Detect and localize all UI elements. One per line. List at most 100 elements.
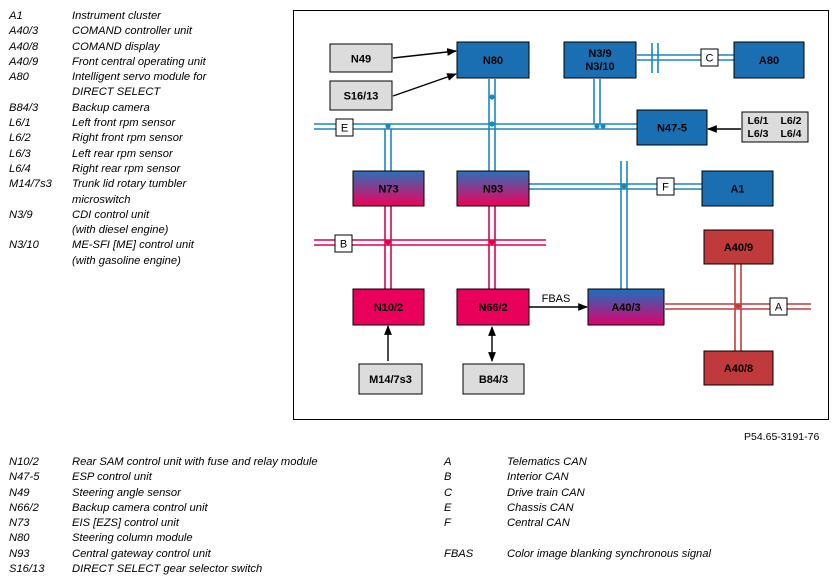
bus-label-B: B xyxy=(334,234,353,253)
svg-text:F: F xyxy=(662,182,669,194)
legend-description: Telematics CAN xyxy=(507,456,587,468)
bus-label-E: E xyxy=(335,118,354,137)
legend-entry: A1 Instrument cluster xyxy=(9,9,206,24)
legend-code: N49 xyxy=(9,486,30,499)
legend-code: A1 xyxy=(9,10,23,22)
legend-description: microswitch xyxy=(72,193,131,206)
legend-description: CDI control unit xyxy=(72,208,150,221)
junction-dots xyxy=(385,94,627,189)
legend-code-spacer xyxy=(9,223,72,238)
node-S16-13[interactable]: S16/13 xyxy=(329,80,393,111)
legend-entry: B Interior CAN xyxy=(444,470,711,485)
node-A40-3[interactable]: A40/3 xyxy=(587,288,665,326)
node-B84-3[interactable]: B84/3 xyxy=(462,363,525,395)
svg-text:A40/9: A40/9 xyxy=(724,242,753,254)
legend-entry-continuation: (with diesel engine) xyxy=(9,223,206,238)
legend-code xyxy=(444,531,507,546)
svg-text:A1: A1 xyxy=(730,184,744,196)
node-N47-5[interactable]: N47-5 xyxy=(636,109,708,146)
svg-text:S16/13: S16/13 xyxy=(344,91,379,103)
node-L6-sensors[interactable]: L6/1 L6/2 L6/3 L6/4 xyxy=(741,111,809,143)
svg-text:L6/3: L6/3 xyxy=(747,128,768,140)
legend-code: A40/8 xyxy=(9,40,39,53)
chassis-can-bus-E xyxy=(314,79,637,171)
legend-code: N93 xyxy=(9,547,30,560)
legend-description: ESP control unit xyxy=(72,471,152,484)
node-A80[interactable]: A80 xyxy=(733,41,805,79)
bus-label-F: F xyxy=(656,177,675,196)
legend-description: DIRECT SELECT xyxy=(72,86,161,99)
legend-code: B xyxy=(444,471,452,484)
legend-code: M14/7s3 xyxy=(9,178,52,191)
central-can-bus-F xyxy=(529,161,702,289)
legend-code: A40/9 xyxy=(9,55,39,68)
legend-code-spacer xyxy=(9,85,72,100)
node-A40-9[interactable]: A40/9 xyxy=(703,229,774,265)
svg-text:N73: N73 xyxy=(378,184,398,196)
legend-code: A40/3 xyxy=(9,25,39,38)
node-N3-9-N3-10[interactable]: N3/9 N3/10 xyxy=(563,41,637,79)
legend-description: EIS [EZS] control unit xyxy=(72,517,179,530)
legend-description: (with gasoline engine) xyxy=(72,254,181,267)
node-A40-8[interactable]: A40/8 xyxy=(703,350,774,386)
legend-code: A xyxy=(444,456,452,468)
legend-code: N3/9 xyxy=(9,208,33,221)
node-A1[interactable]: A1 xyxy=(701,170,774,207)
node-N93[interactable]: N93 xyxy=(456,170,530,207)
svg-text:M14/7s3: M14/7s3 xyxy=(369,374,412,386)
legend-description: Trunk lid rotary tumbler xyxy=(72,178,187,191)
legend-description: Front central operating unit xyxy=(72,55,206,68)
node-N73[interactable]: N73 xyxy=(352,170,425,207)
junction-dots-red xyxy=(385,239,495,245)
interior-can-bus-B xyxy=(314,206,546,289)
legend-code: F xyxy=(444,517,451,530)
legend-description: (with diesel engine) xyxy=(72,224,169,237)
node-N66-2[interactable]: N66/2 xyxy=(456,288,530,326)
legend-description: Backup camera xyxy=(72,101,150,114)
legend-code: L6/1 xyxy=(9,117,31,130)
legend-code: C xyxy=(444,486,453,499)
legend-description: Color image blanking synchronous signal xyxy=(507,547,711,560)
node-N49[interactable]: N49 xyxy=(329,43,393,73)
signal-arrows xyxy=(384,48,741,362)
svg-text:N10/2: N10/2 xyxy=(374,302,403,314)
node-N10-2[interactable]: N10/2 xyxy=(352,288,425,326)
legend-description: Chassis CAN xyxy=(507,501,574,514)
legend-description: Instrument cluster xyxy=(72,10,161,22)
bus-label-A: A xyxy=(769,297,788,316)
legend-code: N10/2 xyxy=(9,456,39,468)
node-N80[interactable]: N80 xyxy=(456,41,530,79)
node-M14-7s3[interactable]: M14/7s3 xyxy=(358,363,423,395)
legend-description: Interior CAN xyxy=(507,471,569,484)
svg-text:L6/1: L6/1 xyxy=(747,115,768,127)
legend-code: S16/13 xyxy=(9,563,45,576)
svg-text:C: C xyxy=(706,53,714,65)
network-diagram: C E F B A FBAS N49 S16/13 N80 xyxy=(314,41,811,395)
legend-code-spacer xyxy=(9,254,72,269)
legend-entry xyxy=(444,531,711,546)
svg-text:A80: A80 xyxy=(759,55,779,67)
svg-text:N47-5: N47-5 xyxy=(657,123,687,135)
legend-description: Steering column module xyxy=(72,532,193,545)
svg-text:A40/8: A40/8 xyxy=(724,363,753,375)
fbas-label: FBAS xyxy=(542,293,571,305)
svg-text:B: B xyxy=(340,239,347,251)
